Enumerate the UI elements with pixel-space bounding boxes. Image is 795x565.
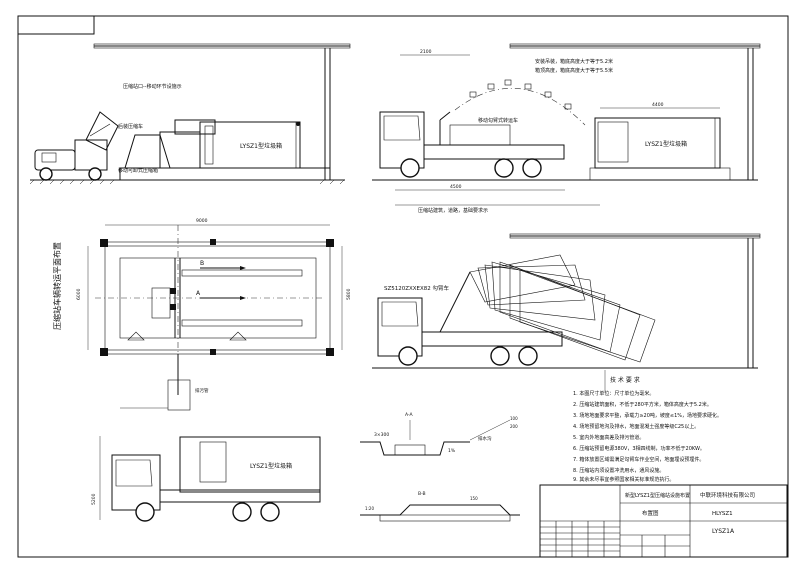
truck-caption-left: 后装压缩车: [118, 123, 143, 130]
note-1: 1. 本图尺寸单位：尺寸单位为毫米。: [573, 390, 654, 397]
panel-top-right: 2100 4400 4500 安装吊装，箱底高度大于等于5.2米: [372, 43, 761, 214]
note-2: 2. 压缩站建筑面积，不低于280平方米，箱体高度大于5.2米。: [573, 401, 712, 408]
drain-dim-4: 200: [510, 424, 518, 429]
title-project: 新型LYSZ1型压缩站设施布置: [625, 492, 690, 499]
frame-tag-box: [17, 15, 95, 35]
title-drawing-no: HLYSZ1: [712, 511, 733, 517]
dim-4500: 4500: [450, 184, 462, 190]
title-company: 中联环境科技有限公司: [700, 491, 755, 499]
technical-notes: 1. 本图尺寸单位：尺寸单位为毫米。 2. 压缩站建筑面积，不低于280平方米，…: [573, 390, 722, 483]
plan-vertical-label: 压缩站车辆转运平面布置: [52, 242, 62, 330]
bin-label-right: LYSZ1型垃圾箱: [645, 140, 687, 148]
plan-label-a: A: [196, 290, 201, 297]
note-5: 5. 室内外地面高差及排污管道。: [573, 434, 644, 441]
drain-dim-2: 1%: [448, 448, 456, 454]
note-6: 6. 压缩站预留电源380V，3相四线制，功率不低于20KW。: [573, 445, 705, 452]
panel-sections: 3×300 A-A 1% 100 200 排水沟 B-B 1:20 150: [360, 412, 520, 522]
top-left-note: 压缩站口--移动环节设施示: [123, 83, 182, 90]
drawing-frame: [17, 15, 789, 558]
dim-top-width: 2100: [420, 49, 432, 55]
section-b-label: B-B: [418, 491, 426, 497]
note-7: 7. 箱体放置区域需满足勾臂车作业空间，地面埋设预埋件。: [573, 456, 704, 463]
panel-plan-view: 9000 B A: [52, 218, 352, 411]
drain-dim-3: 100: [510, 416, 518, 421]
note-4: 4. 场地预留地沟及排水，地面混凝土强度等级C25以上。: [573, 423, 699, 430]
title-block: 新型LYSZ1型压缩站设施布置 中联环境科技有限公司 布置图 HLYSZ1 LY…: [539, 484, 788, 558]
trench-label: 排水沟: [478, 435, 492, 442]
note-9: 9. 其余未尽事宜参照国家相关标准规范执行。: [573, 476, 674, 483]
hook-path-label: 移动勾臂式转运车: [478, 117, 518, 124]
drain-label: 排污管: [195, 387, 209, 394]
note-3: 3. 场地地面要求平整，承载力≥20吨，坡度≤1%，场地要求硬化。: [573, 412, 722, 419]
elev-dim-1: 1:20: [365, 506, 374, 511]
dim-drawing-height: 5200: [91, 493, 97, 505]
dim-plan-side: 5800: [346, 288, 352, 300]
dim-right-width: 4400: [652, 102, 664, 108]
plan-label-b: B: [200, 260, 204, 267]
site-req-label-2: 技 术 要 求: [610, 376, 640, 384]
compactor-label: LYSZ1型垃圾箱: [240, 142, 282, 150]
title-code: LYSZ1A: [712, 528, 735, 535]
top-right-note-1: 安装吊装，箱底高度大于等于5.2米: [535, 58, 613, 65]
elev-dim-2: 150: [470, 496, 478, 501]
panel-tipping-truck: SZ5120ZXXEX82 勾臂车 技 术 要 求: [372, 233, 761, 392]
drain-dim-1: 3×300: [374, 432, 389, 438]
title-drawing-name: 布置图: [642, 509, 659, 517]
panel-top-left: 压缩站口--移动环节设施示 后装压缩车 移动可卸式压缩箱 LYSZ1型垃圾箱: [29, 43, 351, 185]
dim-plan-height: 6000: [76, 288, 82, 300]
site-req-label: 压缩站建筑，道路，基础要求示: [418, 207, 488, 214]
panel-bottom-truck: 5200 LYSZ1型垃圾箱: [91, 436, 321, 522]
bin-label-small: 移动可卸式压缩箱: [118, 167, 158, 174]
dim-plan-width: 9000: [196, 218, 208, 224]
top-right-note-2: 箱顶高度，箱底高度大于等于5.5米: [535, 67, 613, 74]
section-a-label: A-A: [405, 412, 414, 418]
truck-model-label: SZ5120ZXXEX82 勾臂车: [384, 284, 450, 292]
truck-bottom-label: LYSZ1型垃圾箱: [250, 462, 292, 470]
note-8: 8. 压缩站内须设置冲洗用水，通风设施。: [573, 467, 664, 474]
